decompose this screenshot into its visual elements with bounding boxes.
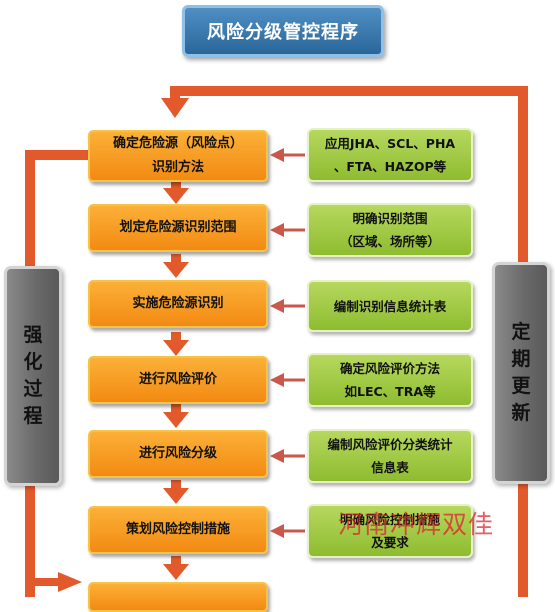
note-line: 信息表: [371, 460, 409, 475]
step-risk-grading: 进行风险分级: [88, 430, 268, 478]
step-line: 识别方法: [151, 160, 204, 175]
step-connectors: [163, 180, 189, 580]
note-line: 应用JHA、SCL、PHA: [324, 136, 456, 151]
left-label-char: 强: [23, 324, 43, 346]
step-plan-controls: 策划风险控制措施: [88, 506, 268, 554]
step-line: 划定危险源识别范围: [119, 220, 237, 235]
note-line: 及要求: [371, 535, 409, 550]
right-side-label: 定 期 更 新: [492, 262, 550, 484]
step-line: 进行风险分级: [138, 446, 217, 461]
note-line: 、FTA、HAZOP等: [333, 159, 447, 174]
note-line: （区域、场所等）: [339, 234, 440, 249]
right-label-char: 定: [511, 321, 531, 343]
note-scope: 明确识别范围 （区域、场所等）: [307, 203, 473, 257]
step-line: 进行风险评价: [138, 372, 217, 387]
note-line: 如LEC、TRA等: [344, 384, 436, 399]
note-line: 编制识别信息统计表: [333, 298, 447, 314]
step-line: 策划风险控制措施: [125, 522, 230, 537]
left-label-char: 化: [23, 351, 43, 373]
step-implement-identification: 实施危险源识别: [88, 280, 268, 328]
note-methods: 应用JHA、SCL、PHA 、FTA、HAZOP等: [307, 128, 473, 182]
note-line: 确定风险评价方法: [339, 361, 440, 376]
step-risk-evaluation: 进行风险评价: [88, 356, 268, 404]
step-next-partial: [88, 582, 268, 612]
diagram-title: 风险分级管控程序: [182, 5, 384, 57]
watermark-text: 河南冲辉双佳: [338, 510, 495, 539]
left-label-char: 过: [23, 378, 43, 400]
note-evaluation-method: 确定风险评价方法如LEC、TRA等: [307, 353, 473, 407]
left-side-label: 强 化 过 程: [4, 266, 62, 486]
step-define-scope: 划定危险源识别范围: [88, 204, 268, 252]
step-line: 确定危险源（风险点）: [112, 136, 243, 151]
step-line: 实施危险源识别: [132, 296, 224, 311]
note-control-measures: 明确风险控制措施及要求: [307, 504, 473, 558]
right-label-char: 新: [511, 402, 531, 424]
note-line: 明确风险控制措施: [339, 512, 440, 527]
loop-arrow-down: [161, 98, 189, 118]
note-links: [270, 148, 305, 538]
note-statistics-table: 编制识别信息统计表: [307, 280, 473, 332]
right-label-char: 期: [511, 348, 531, 370]
left-label-char: 程: [23, 405, 43, 427]
right-label-char: 更: [511, 375, 531, 397]
step-identify-method: 确定危险源（风险点） 识别方法: [88, 130, 268, 182]
note-line: 编制风险评价分类统计: [327, 437, 453, 452]
note-classification-table: 编制风险评价分类统计信息表: [307, 429, 473, 483]
note-line: 明确识别范围: [352, 211, 428, 226]
